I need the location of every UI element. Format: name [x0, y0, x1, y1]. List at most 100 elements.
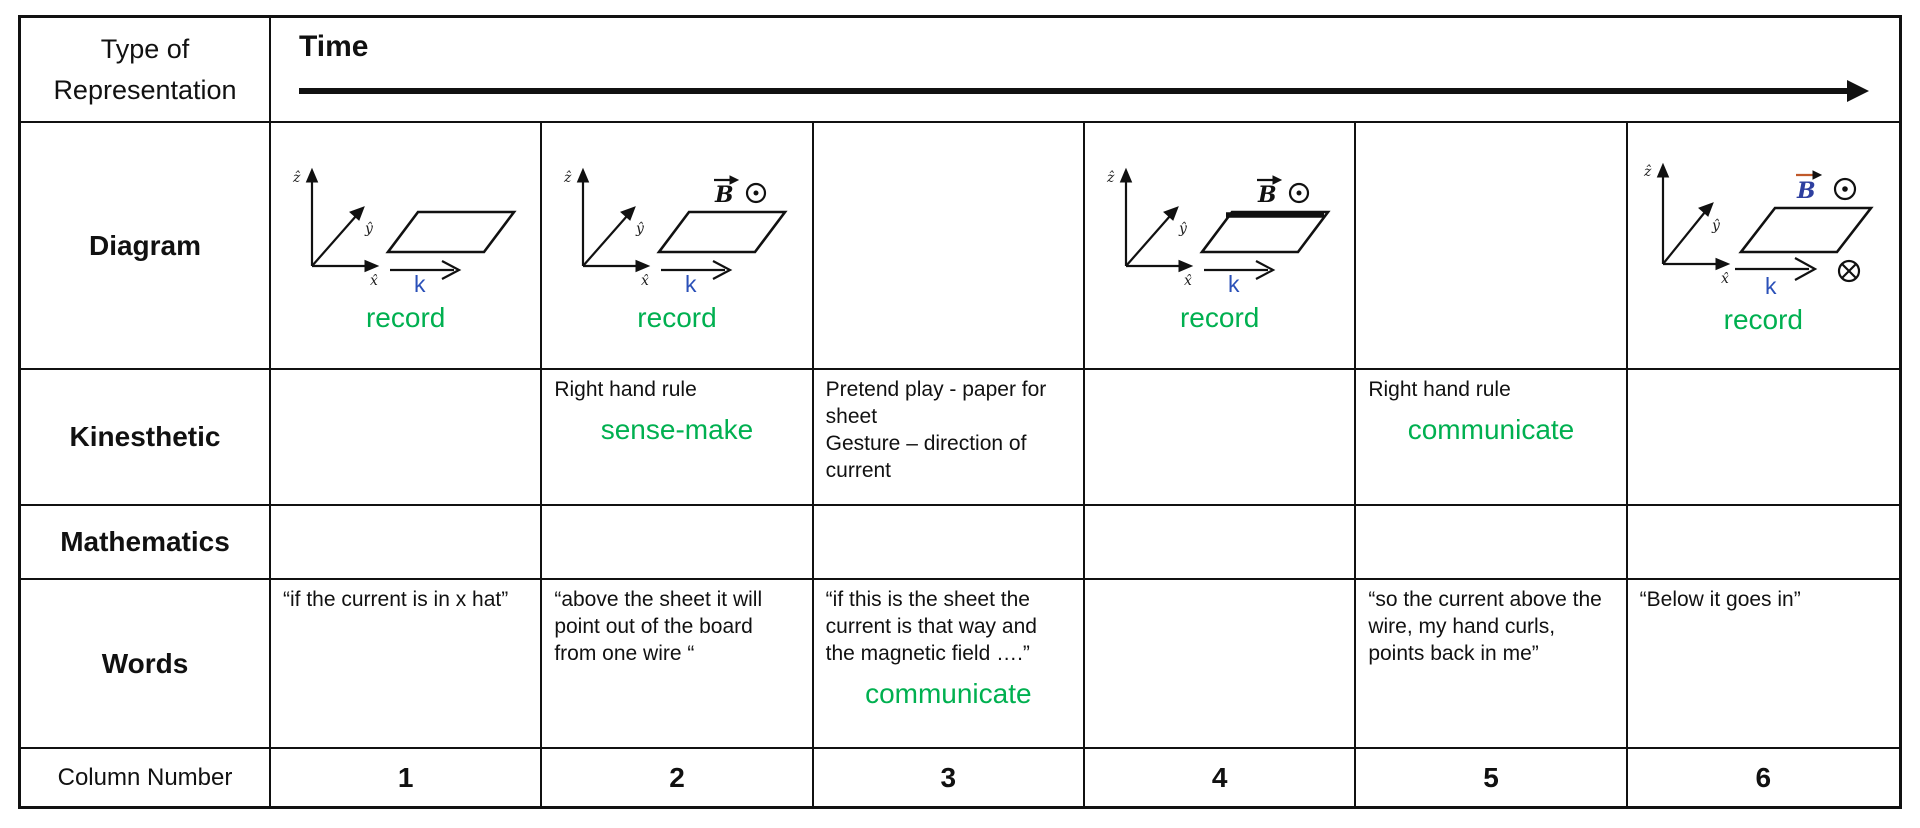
row-label-diagram: Diagram	[21, 123, 271, 370]
annotation-record-2: record	[637, 301, 717, 333]
svg-text:ŷ: ŷ	[364, 220, 374, 237]
annotation-record-4: record	[1179, 301, 1260, 333]
diagram-cell-1: ẑ ŷ x̂ k record	[271, 123, 543, 370]
kinesthetic-cell-5: Right hand rule communicate	[1356, 370, 1628, 506]
svg-text:ẑ: ẑ	[1106, 169, 1115, 186]
svg-text:x̂: x̂	[641, 273, 649, 289]
svg-text:ŷ: ŷ	[1178, 220, 1188, 237]
words-cell-6: “Below it goes in”	[1627, 580, 1899, 749]
svg-text:k: k	[414, 271, 426, 294]
words-quote: “Below it goes in”	[1639, 588, 1801, 611]
column-number-1: 1	[271, 749, 543, 806]
sheet-shape	[1199, 210, 1331, 253]
k-arrow-icon: k	[389, 259, 462, 294]
mathematics-cell-6	[1627, 506, 1899, 580]
time-label: Time	[299, 30, 369, 63]
type-of-label-line1: Type of	[100, 34, 190, 64]
coordinate-axes-icon: ẑ ŷ x̂	[1643, 162, 1731, 287]
kinesthetic-cell-4	[1085, 370, 1357, 506]
mathematics-cell-3	[813, 506, 1085, 580]
row-label-words: Words	[21, 580, 271, 749]
kinesthetic-cell-3: Pretend play - paper for sheet Gesture –…	[813, 370, 1085, 506]
row-label-kinesthetic: Kinesthetic	[21, 370, 271, 506]
diagram-cell-2: ẑ ŷ x̂ B k	[542, 123, 814, 370]
annotation-record-6: record	[1723, 303, 1804, 335]
sheet-diagram-6: ẑ ŷ x̂ B k	[1643, 162, 1874, 296]
svg-text:ẑ: ẑ	[1643, 163, 1652, 180]
diagram-cell-3	[813, 123, 1085, 370]
b-field-label: B	[1256, 174, 1309, 208]
words-cell-4	[1085, 580, 1357, 749]
svg-text:ŷ: ŷ	[635, 220, 645, 237]
words-quote: “if this is the sheet the current is tha…	[825, 588, 1037, 665]
svg-text:B: B	[1257, 182, 1277, 208]
words-quote: “above the sheet it will point out of th…	[554, 588, 763, 665]
sheet-diagram-1: ẑ ŷ x̂ k	[292, 167, 517, 294]
annotation-sense-make: sense-make	[600, 413, 754, 445]
words-cell-2: “above the sheet it will point out of th…	[542, 580, 814, 749]
diagram-cell-6: ẑ ŷ x̂ B k	[1627, 123, 1899, 370]
words-cell-5: “so the current above the wire, my hand …	[1356, 580, 1628, 749]
kinesthetic-cell-2: Right hand rule sense-make	[542, 370, 814, 506]
mathematics-cell-1	[271, 506, 543, 580]
type-of-label-line2: Representation	[53, 74, 237, 105]
kinesthetic-text: Right hand rule	[554, 378, 697, 401]
words-quote: “if the current is in x hat”	[283, 588, 509, 611]
k-arrow-icon: k	[1735, 256, 1818, 296]
time-arrow-shaft	[299, 88, 1847, 94]
words-quote: “so the current above the wire, my hand …	[1368, 588, 1602, 665]
kinesthetic-text: Pretend play - paper for sheet Gesture –…	[825, 378, 1047, 482]
diagram-cell-4: ẑ ŷ x̂ B k	[1085, 123, 1357, 370]
coordinate-axes-icon: ẑ ŷ x̂	[1106, 167, 1193, 289]
mathematics-cell-4	[1085, 506, 1357, 580]
column-number-4: 4	[1085, 749, 1357, 806]
kinesthetic-text: Right hand rule	[1368, 378, 1511, 401]
annotation-communicate-words: communicate	[865, 677, 1032, 709]
representation-table: Type of Representation Time Diagram ẑ ŷ …	[18, 15, 1902, 809]
kinesthetic-cell-1	[271, 370, 543, 506]
svg-text:k: k	[1228, 271, 1240, 294]
annotation-record-1: record	[365, 301, 446, 333]
words-cell-1: “if the current is in x hat”	[271, 580, 543, 749]
field-in-icon	[1838, 259, 1861, 282]
field-out-icon	[1288, 182, 1309, 203]
k-arrow-icon: k	[660, 259, 733, 294]
field-out-icon	[1834, 177, 1857, 200]
svg-text:k: k	[685, 271, 697, 294]
sheet-shape	[385, 210, 517, 253]
row-label-mathematics: Mathematics	[21, 506, 271, 580]
b-field-label: B	[1796, 169, 1857, 204]
time-arrow-head	[1847, 80, 1869, 102]
kinesthetic-cell-6	[1627, 370, 1899, 506]
svg-text:k: k	[1765, 273, 1777, 296]
time-header-cell: Time	[271, 18, 1899, 123]
svg-text:x̂: x̂	[1184, 273, 1192, 289]
coordinate-axes-icon: ẑ ŷ x̂	[563, 167, 651, 289]
annotation-communicate-kinesthetic: communicate	[1407, 413, 1575, 445]
column-number-5: 5	[1356, 749, 1628, 806]
k-arrow-icon: k	[1203, 259, 1276, 294]
svg-text:ẑ: ẑ	[563, 169, 572, 186]
column-number-3: 3	[814, 749, 1085, 806]
sheet-diagram-2: ẑ ŷ x̂ B k	[563, 167, 788, 294]
sheet-shape	[656, 210, 788, 253]
sheet-shape	[1738, 206, 1874, 253]
column-number-2: 2	[542, 749, 814, 806]
column-number-6: 6	[1755, 761, 1772, 793]
field-out-icon	[745, 182, 767, 203]
b-field-label: B	[713, 174, 767, 208]
words-cell-3: “if this is the sheet the current is tha…	[813, 580, 1085, 749]
svg-text:B: B	[1796, 178, 1816, 204]
coordinate-axes-icon: ẑ ŷ x̂	[292, 167, 379, 289]
row-label-column-number: Column Number	[21, 749, 271, 806]
svg-text:ŷ: ŷ	[1711, 217, 1721, 234]
corner-header: Type of Representation	[21, 18, 271, 123]
mathematics-cell-5	[1356, 506, 1628, 580]
mathematics-cell-2	[542, 506, 814, 580]
svg-text:x̂: x̂	[1721, 271, 1729, 287]
sheet-diagram-4: ẑ ŷ x̂ B k	[1106, 167, 1331, 294]
time-arrow-icon	[299, 80, 1869, 102]
diagram-cell-5	[1356, 123, 1628, 370]
svg-text:x̂: x̂	[370, 273, 378, 289]
